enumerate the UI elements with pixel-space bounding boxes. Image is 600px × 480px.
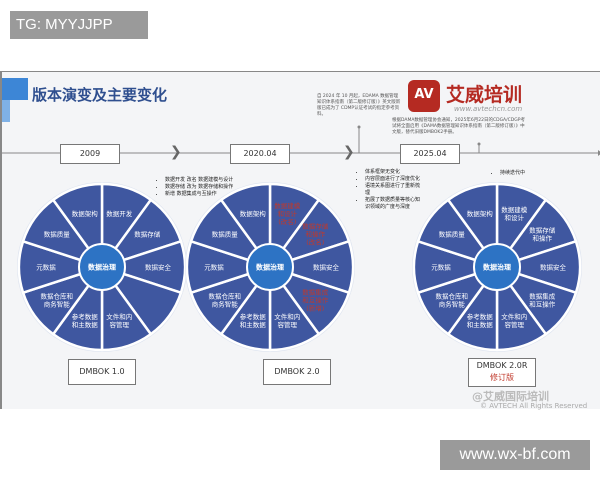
overlay-tag: TG: MYYJJPP bbox=[10, 11, 148, 39]
wheel-center bbox=[78, 243, 126, 291]
segment-label: 容管理 bbox=[278, 320, 298, 329]
center-label: 数据治理 bbox=[256, 263, 284, 272]
note-right: 根据DAMA数据管理协会通知，2025年6月22日的CDGA/CDGP考试将全面… bbox=[392, 118, 525, 135]
segment-label: 数据存储 bbox=[529, 226, 556, 235]
bullet: 新增 数据集成与互操作 bbox=[165, 191, 233, 198]
knowledge-wheels: 数据开发数据存储数据安全文件和内容管理参考数据和主数据数据仓库和商务智能元数据数… bbox=[17, 182, 582, 352]
segment-label: (改名) bbox=[306, 238, 324, 247]
segment-label: 数据安全 bbox=[145, 263, 172, 272]
segment-label: 参考数据 bbox=[72, 312, 99, 321]
chevron-right-icon: ❯ bbox=[343, 144, 355, 160]
segment-label: 和互操作 bbox=[302, 295, 329, 304]
center-label: 数据治理 bbox=[483, 263, 511, 272]
year-box-2020: 2020.04 bbox=[230, 144, 290, 164]
brand-logo: AV bbox=[408, 80, 440, 112]
segment-label: 数据架构 bbox=[240, 209, 267, 218]
bullet: 持续迭代中 bbox=[500, 170, 525, 177]
segment-label: 元数据 bbox=[431, 263, 451, 272]
segment-label: (改名) bbox=[278, 217, 296, 226]
wheel-segment bbox=[446, 182, 499, 271]
version-label: DMBOK 1.0 bbox=[79, 367, 125, 376]
title-accent-secondary bbox=[2, 100, 10, 122]
segment-label: 数据架构 bbox=[72, 209, 99, 218]
version-box-3: DMBOK 2.0R 修订版 bbox=[468, 358, 536, 387]
callout-dot-2 bbox=[477, 142, 481, 146]
bullet: 内容层面进行了深度优化 bbox=[365, 176, 420, 183]
segment-label: 容管理 bbox=[505, 320, 525, 329]
segment-label: 元数据 bbox=[204, 263, 224, 272]
segment-label: 和互操作 bbox=[529, 299, 556, 308]
segment-label: 参考数据 bbox=[467, 312, 494, 321]
segment-label: 数据安全 bbox=[540, 263, 567, 272]
segment-label: 数据开发 bbox=[106, 209, 133, 218]
segment-label: 数据存储 bbox=[134, 230, 161, 239]
segment-label: 文件和内 bbox=[274, 312, 300, 321]
segment-label: 数据质量 bbox=[212, 230, 239, 239]
note-top: 自 2024 年 10 月起，EDAMA 数据管理知识体系指南（第二版修订版）》… bbox=[317, 94, 401, 117]
wheel-segment bbox=[219, 182, 272, 271]
brand-name: 艾威培训 bbox=[446, 84, 523, 106]
chevron-right-icon: ❯ bbox=[170, 144, 182, 160]
slide-title: 版本演变及主要变化 bbox=[32, 86, 168, 104]
version-label: DMBOK 2.0 bbox=[274, 367, 320, 376]
version-note: 修订版 bbox=[490, 373, 514, 382]
bullet: 拓展了数据质量等核心知识领域的广度与深度 bbox=[365, 197, 420, 211]
segment-label: 容管理 bbox=[110, 320, 130, 329]
wheel-center bbox=[473, 243, 521, 291]
segment-label: 数据安全 bbox=[313, 263, 340, 272]
segment-label: 文件和内 bbox=[106, 312, 132, 321]
segment-label: 商务智能 bbox=[212, 299, 239, 308]
title-accent bbox=[2, 78, 28, 100]
copyright: © AVTECH All Rights Reserved bbox=[480, 402, 588, 410]
segment-label: 元数据 bbox=[36, 263, 56, 272]
segment-label: 商务智能 bbox=[44, 299, 71, 308]
segment-label: 数据质量 bbox=[44, 230, 71, 239]
year-box-2009: 2009 bbox=[60, 144, 120, 164]
segment-label: 和主数据 bbox=[467, 320, 494, 329]
segment-label: 数据存储 bbox=[302, 222, 329, 231]
segment-label: 数据建模 bbox=[501, 205, 528, 214]
segment-label: 数据架构 bbox=[467, 209, 494, 218]
bullet: 语境关系图进行了重新梳理 bbox=[365, 183, 420, 197]
watermark: @艾威国际培训 bbox=[472, 390, 549, 403]
segment-label: 和操作 bbox=[533, 234, 553, 243]
segment-label: 和主数据 bbox=[72, 320, 99, 329]
overlay-site: www.wx-bf.com bbox=[440, 440, 590, 470]
changes-2009: 数据开发 改名 数据建模与设计 数据存储 改为 数据存储和操作 新增 数据集成与… bbox=[157, 177, 233, 198]
changes-2020: 体系框架无变化 内容层面进行了深度优化 语境关系图进行了重新梳理 拓展了数据质量… bbox=[357, 169, 420, 211]
bullet: 体系框架无变化 bbox=[365, 169, 420, 176]
changes-2025: 持续迭代中 bbox=[492, 170, 525, 177]
year-box-2025: 2025.04 bbox=[400, 144, 460, 164]
wheel-segment bbox=[51, 182, 104, 271]
center-label: 数据治理 bbox=[88, 263, 116, 272]
segment-label: 商务智能 bbox=[439, 299, 466, 308]
segment-label: 数据建模 bbox=[274, 201, 301, 210]
version-box-1: DMBOK 1.0 bbox=[68, 359, 136, 385]
brand-url: www.avtechcn.com bbox=[454, 105, 523, 113]
segment-label: 参考数据 bbox=[240, 312, 267, 321]
segment-label: 数据集成 bbox=[302, 287, 329, 296]
segment-label: 数据集成 bbox=[529, 291, 556, 300]
segment-label: 数据质量 bbox=[439, 230, 466, 239]
segment-label: 数据仓库和 bbox=[435, 291, 468, 300]
segment-label: 文件和内 bbox=[501, 312, 527, 321]
bullet: 数据开发 改名 数据建模与设计 bbox=[165, 177, 233, 184]
segment-label: 和设计 bbox=[505, 213, 525, 222]
wheel-center bbox=[246, 243, 294, 291]
segment-label: 和操作 bbox=[306, 230, 326, 239]
segment-label: (新增) bbox=[306, 303, 324, 312]
slide: 数据开发数据存储数据安全文件和内容管理参考数据和主数据数据仓库和商务智能元数据数… bbox=[0, 71, 600, 410]
version-box-2: DMBOK 2.0 bbox=[263, 359, 331, 385]
version-label: DMBOK 2.0R bbox=[476, 361, 528, 370]
bullet: 数据存储 改为 数据存储和操作 bbox=[165, 184, 233, 191]
callout-dot-1 bbox=[357, 125, 361, 129]
segment-label: 数据仓库和 bbox=[40, 291, 73, 300]
segment-label: 和主数据 bbox=[240, 320, 267, 329]
segment-label: 和设计 bbox=[278, 209, 298, 218]
segment-label: 数据仓库和 bbox=[208, 291, 241, 300]
